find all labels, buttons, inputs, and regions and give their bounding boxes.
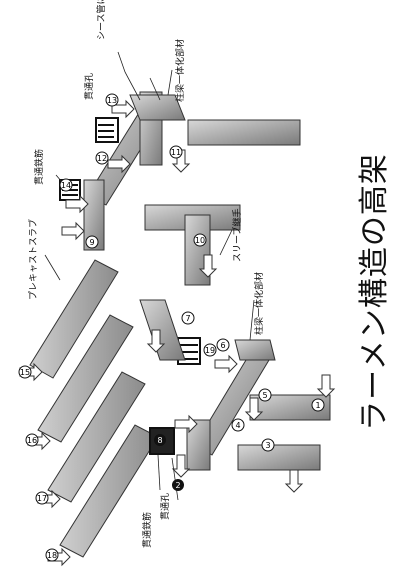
- step-16: 16: [25, 433, 39, 447]
- label-sleeve-pipe-note: シース管にて柱上部まで貫通: [95, 0, 107, 40]
- step-14: 14: [59, 178, 73, 192]
- arrow: [171, 454, 191, 478]
- arrow: [107, 154, 131, 174]
- svg-text:12: 12: [97, 154, 107, 163]
- svg-text:19: 19: [205, 346, 215, 355]
- arrow: [111, 99, 135, 119]
- top-cap: [129, 94, 186, 121]
- step-10: 10: [193, 233, 207, 247]
- step-6: 6: [216, 338, 230, 352]
- leader-lines: [44, 51, 255, 501]
- svg-text:5: 5: [262, 391, 267, 400]
- svg-text:10: 10: [195, 236, 205, 245]
- step-3: 3: [261, 438, 275, 452]
- top-column-left: [83, 179, 105, 251]
- step-13: 13: [105, 93, 119, 107]
- svg-text:1: 1: [315, 401, 320, 410]
- arrow: [65, 194, 89, 214]
- svg-text:6: 6: [220, 341, 225, 350]
- label-column-beam-bottom: 柱梁一体化部材: [253, 272, 265, 335]
- svg-text:4: 4: [235, 421, 240, 430]
- top-frame: [83, 91, 301, 286]
- svg-text:3: 3: [265, 441, 270, 450]
- label-through-rebar-bottom: 貫通鉄筋: [141, 512, 153, 548]
- step-12: 12: [95, 151, 109, 165]
- arrow: [316, 374, 336, 398]
- svg-text:11: 11: [171, 148, 181, 157]
- svg-text:15: 15: [20, 368, 30, 377]
- step-1: 1: [311, 398, 325, 412]
- step-9: 9: [85, 235, 99, 249]
- column-upper-right: [187, 119, 301, 146]
- svg-text:9: 9: [89, 238, 94, 247]
- label-sleeve-joint: スリーブ継手: [231, 209, 243, 262]
- bottom-column-left: [237, 444, 321, 471]
- step-19: 19: [203, 343, 217, 357]
- arrow: [146, 329, 166, 353]
- precast-slab-3: [47, 371, 146, 503]
- step-5: 5: [258, 388, 272, 402]
- svg-text:17: 17: [37, 494, 47, 503]
- arrow: [214, 354, 238, 374]
- step-8: 8: [154, 434, 166, 446]
- step-15: 15: [18, 365, 32, 379]
- diagram-title: ラーメン構造の高架: [356, 152, 392, 431]
- step-7: 7: [181, 311, 195, 325]
- step-4: 4: [231, 418, 245, 432]
- step-11: 11: [169, 145, 183, 159]
- svg-text:13: 13: [107, 96, 117, 105]
- svg-text:16: 16: [27, 436, 37, 445]
- label-through-hole-top: 貫通孔: [84, 73, 95, 100]
- svg-text:7: 7: [185, 314, 190, 323]
- assembly-illustration: シース管にて柱上部まで貫通 貫通孔 柱梁一体化部材 貫通鉄筋 プレキャストスラブ…: [18, 0, 336, 567]
- bottom-cap: [234, 339, 276, 361]
- arrow: [61, 221, 85, 241]
- precast-slab-2: [37, 314, 134, 443]
- arrow: [244, 397, 264, 421]
- title-area: ラーメン構造の高架: [338, 0, 403, 583]
- arrow: [284, 469, 304, 493]
- svg-text:2: 2: [175, 481, 180, 490]
- label-through-hole-bottom: 貫通孔: [160, 493, 171, 520]
- arrow: [174, 414, 198, 434]
- label-precast-slab: プレキャストスラブ: [27, 219, 39, 300]
- precast-slab-group: [29, 259, 159, 558]
- svg-text:18: 18: [47, 551, 57, 560]
- step-markers: 1 2 3 4 5 6 7 8 9 10 11 12 13 14 15 16 1…: [18, 93, 325, 562]
- precast-slab-1: [29, 259, 119, 379]
- arrow: [198, 254, 218, 278]
- step-17: 17: [35, 491, 49, 505]
- bottom-frame: [139, 299, 331, 471]
- label-column-beam-top: 柱梁一体化部材: [174, 39, 186, 102]
- through-rebar-upper: [95, 117, 119, 143]
- svg-text:8: 8: [157, 436, 162, 445]
- step-2: 2: [172, 479, 184, 491]
- bottom-column-stub: [186, 419, 211, 471]
- svg-text:14: 14: [61, 181, 71, 190]
- step-18: 18: [45, 548, 59, 562]
- label-through-rebar-top: 貫通鉄筋: [33, 149, 45, 185]
- mid-beam: [139, 299, 186, 361]
